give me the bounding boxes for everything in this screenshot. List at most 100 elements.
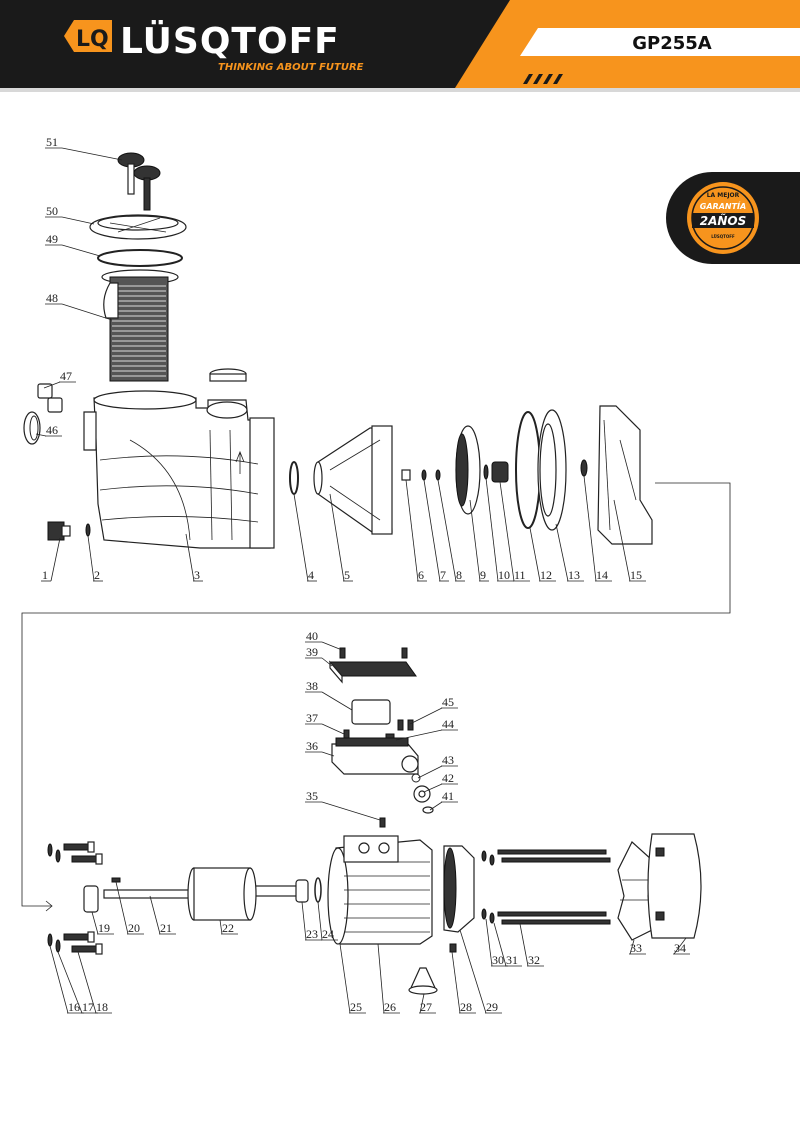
leader-line <box>49 945 69 1014</box>
part-7-washer <box>421 469 427 481</box>
part-17-washers <box>55 849 61 953</box>
brand-tagline: THINKING ABOUT FUTURE <box>218 62 364 73</box>
part-33-fan <box>617 841 653 941</box>
callout-22: 22 <box>222 921 234 935</box>
part-43-washer <box>411 773 421 783</box>
part-32-tie-rods <box>497 849 611 925</box>
part-36-terminal-box <box>331 737 419 775</box>
callout-20: 20 <box>128 921 140 935</box>
leader-line <box>613 499 631 582</box>
leader-line <box>377 943 385 1014</box>
badge-years: 2AÑOS <box>700 213 747 228</box>
leader-line <box>115 881 129 935</box>
leader-line <box>485 918 493 967</box>
brand-logo-mark: LQ <box>76 27 109 52</box>
leader-line <box>409 707 443 725</box>
part-31-washers <box>489 854 495 924</box>
model-plate <box>520 28 800 56</box>
part-51-knob <box>117 152 161 211</box>
callout-5: 5 <box>344 568 350 582</box>
part-41-gland <box>422 806 434 814</box>
callout-39: 39 <box>306 645 318 659</box>
callout-6: 6 <box>418 568 424 582</box>
part-50-lid <box>89 214 187 240</box>
leader-line <box>149 895 161 935</box>
part-30-washers <box>481 850 487 920</box>
callout-33: 33 <box>630 941 642 955</box>
part-35-screw <box>379 817 386 828</box>
header-stripes <box>523 74 563 84</box>
callout-8: 8 <box>456 568 462 582</box>
leader-line <box>493 922 507 967</box>
callout-15: 15 <box>630 568 642 582</box>
part-4-oring <box>289 461 299 495</box>
warranty-badge: LA MEJOR GARANTÍA 2AÑOS LÜSQTOFF <box>666 172 800 264</box>
leader-line <box>423 479 441 582</box>
callout-44: 44 <box>442 717 454 731</box>
part-26-motor-body <box>327 835 433 945</box>
callout-26: 26 <box>384 1000 396 1014</box>
callout-27: 27 <box>420 1000 432 1014</box>
part-15-bracket <box>597 405 653 545</box>
leader-line <box>405 479 419 582</box>
callout-48: 48 <box>46 291 58 305</box>
leader-line <box>35 433 47 437</box>
leader-line <box>321 691 353 711</box>
part-27-base-foot <box>408 967 438 995</box>
callout-2: 2 <box>94 568 100 582</box>
part-24-spring-washer <box>314 877 322 903</box>
callout-18: 18 <box>96 1000 108 1014</box>
leader-line <box>61 303 113 321</box>
part-49-oring <box>97 249 183 267</box>
leader-line <box>555 523 569 582</box>
part-10-seal <box>483 464 489 480</box>
leader-line <box>499 481 515 582</box>
leader-line <box>61 244 101 257</box>
part-19-bearing <box>83 885 99 913</box>
callout-49: 49 <box>46 232 58 246</box>
callout-21: 21 <box>160 921 172 935</box>
leader-line <box>423 783 443 793</box>
part-6-nut <box>401 469 411 481</box>
leader-line <box>57 951 83 1014</box>
callout-9: 9 <box>480 568 486 582</box>
callout-42: 42 <box>442 771 454 785</box>
leader-line <box>293 493 309 582</box>
leader-line <box>395 729 443 741</box>
callout-51: 51 <box>46 135 58 149</box>
header-banner: LQ LÜSQTOFF THINKING ABOUT FUTURE GP255A <box>0 0 800 92</box>
brand-name: LÜSQTOFF <box>120 20 340 62</box>
callout-10: 10 <box>498 568 510 582</box>
leader-line <box>329 493 345 582</box>
callout-12: 12 <box>540 568 552 582</box>
leader-line <box>469 499 481 582</box>
model-number: GP255A <box>632 33 712 54</box>
leader-line <box>43 381 61 389</box>
leader-line <box>529 527 541 582</box>
leader-line <box>419 993 425 1014</box>
callout-47: 47 <box>60 369 72 383</box>
part-leader-lines <box>35 147 690 1014</box>
callout-34: 34 <box>674 941 686 955</box>
leader-line <box>50 537 61 582</box>
leader-line <box>61 147 123 161</box>
callout-11: 11 <box>514 568 526 582</box>
callout-50: 50 <box>46 204 58 218</box>
part-20-key <box>111 877 121 883</box>
leader-line <box>301 901 307 941</box>
callout-24: 24 <box>322 927 334 941</box>
part-18-bolts <box>63 841 103 955</box>
callout-14: 14 <box>596 568 608 582</box>
callout-25: 25 <box>350 1000 362 1014</box>
leader-line <box>321 751 335 757</box>
part-5-diffuser <box>313 425 393 535</box>
part-3-pump-housing <box>83 390 275 549</box>
callout-32: 32 <box>528 953 540 967</box>
callout-19: 19 <box>98 921 110 935</box>
leader-line <box>87 535 95 582</box>
leader-line <box>459 929 487 1014</box>
callout-38: 38 <box>306 679 318 693</box>
callout-36: 36 <box>306 739 318 753</box>
part-39-cover <box>328 660 417 684</box>
